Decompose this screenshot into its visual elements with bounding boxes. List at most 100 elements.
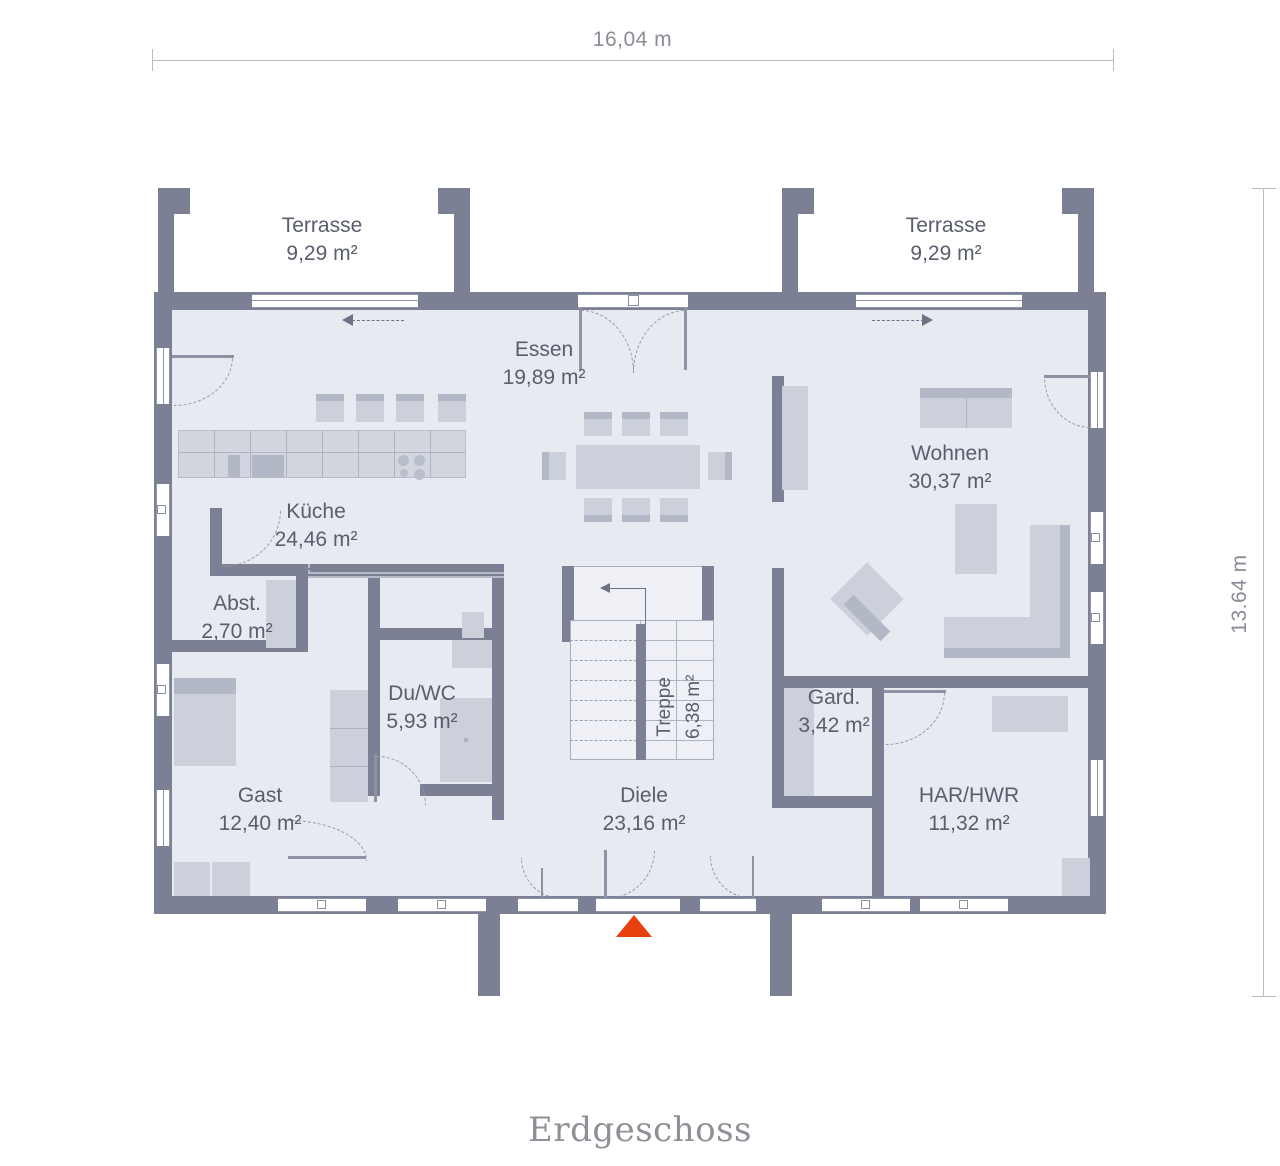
barstool-2-back [356, 394, 384, 401]
room-area: 11,32 m² [928, 812, 1010, 836]
window-west-1-mullion [163, 348, 164, 404]
partition-har-west [872, 688, 884, 898]
gast-wardrobe [330, 690, 368, 802]
barstool-3-back [396, 394, 424, 401]
right-dimension-tick-bottom [1252, 996, 1276, 997]
stair-tread-u5 [640, 720, 714, 721]
living-coffee-table [955, 504, 997, 574]
window-west-3-handle [157, 685, 166, 694]
slide-arrow-right-head [922, 314, 933, 326]
window-south-2-handle [437, 900, 446, 909]
stair-stringer-mid [676, 620, 677, 760]
room-label-abst: Abst. 2,70 m² [172, 590, 302, 647]
gard-wardrobe-3 [784, 768, 814, 796]
window-south-3[interactable] [518, 898, 578, 912]
room-area: 2,70 m² [201, 620, 273, 644]
entrance-door-leaf [604, 850, 607, 898]
room-area: 5,93 m² [386, 710, 458, 734]
slide-arrow-left-head [342, 314, 353, 326]
kueche-base-cabinets [308, 572, 504, 574]
kitchen-counter-div-2 [250, 430, 251, 478]
stair-tread-u3 [640, 680, 714, 681]
stair-tread-5 [570, 720, 666, 721]
kitchen-counter-div-1 [214, 430, 215, 478]
door-leaf-diele-right [752, 856, 754, 898]
room-name: Terrasse [905, 214, 987, 237]
kitchen-dishwasher [252, 455, 284, 477]
room-area: 3,42 m² [798, 714, 870, 738]
cooktop-burner-2 [414, 455, 425, 466]
room-label-har-hwr: HAR/HWR 11,32 m² [878, 782, 1060, 839]
barstool-1-back [316, 394, 344, 401]
partition-duwc-south [420, 784, 504, 796]
terrace-right-wall-east [1078, 188, 1094, 296]
window-west-4-mullion [163, 790, 164, 846]
room-name: Abst. [213, 592, 261, 615]
room-area: 23,16 m² [602, 812, 686, 836]
dining-chair-top-2-back [622, 412, 650, 419]
right-dimension-tick-top [1252, 188, 1276, 189]
page-title: Erdgeschoss [528, 1110, 752, 1150]
stair-arrow-shaft-v [645, 588, 646, 624]
stair-tread-3 [570, 680, 666, 681]
pilaster-south-right [770, 912, 792, 996]
room-label-terrasse-left: Terrasse 9,29 m² [174, 212, 470, 269]
room-name: Du/WC [388, 682, 456, 705]
partition-abst-north [210, 564, 308, 576]
window-south-4[interactable] [700, 898, 756, 912]
room-name: Gard. [807, 686, 861, 709]
har-appliance-top [992, 696, 1068, 732]
duwc-vanity [452, 640, 492, 668]
width-dimension-label: 16,04 m [592, 28, 673, 51]
dining-chair-bottom-2-back [622, 515, 650, 522]
partition-duwc-east [492, 576, 504, 820]
gast-wardrobe-div-2 [330, 766, 368, 767]
room-area: 19,89 m² [502, 366, 586, 390]
kitchen-counter-div-4 [322, 430, 323, 478]
gard-wardrobe-1 [784, 688, 814, 728]
living-sofa-vertical-2 [1030, 571, 1060, 617]
room-label-gard: Gard. 3,42 m² [762, 684, 906, 741]
window-east-2-handle [1091, 533, 1100, 542]
stair-tread-6 [570, 740, 666, 741]
room-area: 6,38 m² [683, 674, 705, 740]
partition-wohnen-west-upper [772, 376, 784, 502]
terrace-left-area [174, 188, 470, 296]
terrace-right-wall-north-left [782, 188, 814, 214]
sliding-door-north-left[interactable] [252, 294, 418, 308]
door-leaf-wohnen-east [1044, 375, 1090, 378]
stair-balustrade [636, 624, 646, 760]
top-dimension-tick-left [152, 49, 153, 71]
entrance-door-south[interactable] [596, 898, 680, 912]
dining-chair-left-back [542, 452, 549, 480]
window-west-2-handle [157, 505, 166, 514]
gast-dresser-1 [174, 862, 210, 896]
room-label-terrasse-right: Terrasse 9,29 m² [798, 212, 1094, 269]
living-sideboard-top-back [920, 388, 1012, 398]
room-name: Terrasse [281, 214, 363, 237]
room-name: Küche [286, 500, 346, 523]
stair-arrow-head [600, 583, 610, 593]
dining-chair-bottom-3-back [660, 515, 688, 522]
partition-wohnen-west-lower [772, 568, 784, 808]
kitchen-counter-div-7 [430, 430, 431, 478]
slide-arrow-left-shaft [352, 320, 404, 321]
dining-chair-bottom-1-back [584, 515, 612, 522]
partition-duwc-west [368, 576, 380, 796]
gard-wardrobe-2 [784, 728, 814, 768]
stair-tread-u2 [640, 660, 714, 661]
living-sofa-horizontal-back [944, 648, 1070, 658]
room-name: Gast [237, 784, 283, 807]
living-sideboard-top-div [966, 398, 967, 428]
stair-tread-u6 [640, 740, 714, 741]
slide-arrow-right-shaft [872, 320, 924, 321]
french-door-north-center-latch [628, 295, 639, 306]
kitchen-counter-div-5 [358, 430, 359, 478]
height-dimension-label: 13.64 m [1228, 554, 1251, 634]
door-leaf-duwc [374, 754, 377, 802]
top-dimension-line [152, 60, 1113, 61]
gast-dresser-2 [212, 862, 250, 896]
room-area: 12,40 m² [218, 812, 302, 836]
sliding-door-north-right[interactable] [856, 294, 1022, 308]
room-name: HAR/HWR [918, 784, 1020, 807]
